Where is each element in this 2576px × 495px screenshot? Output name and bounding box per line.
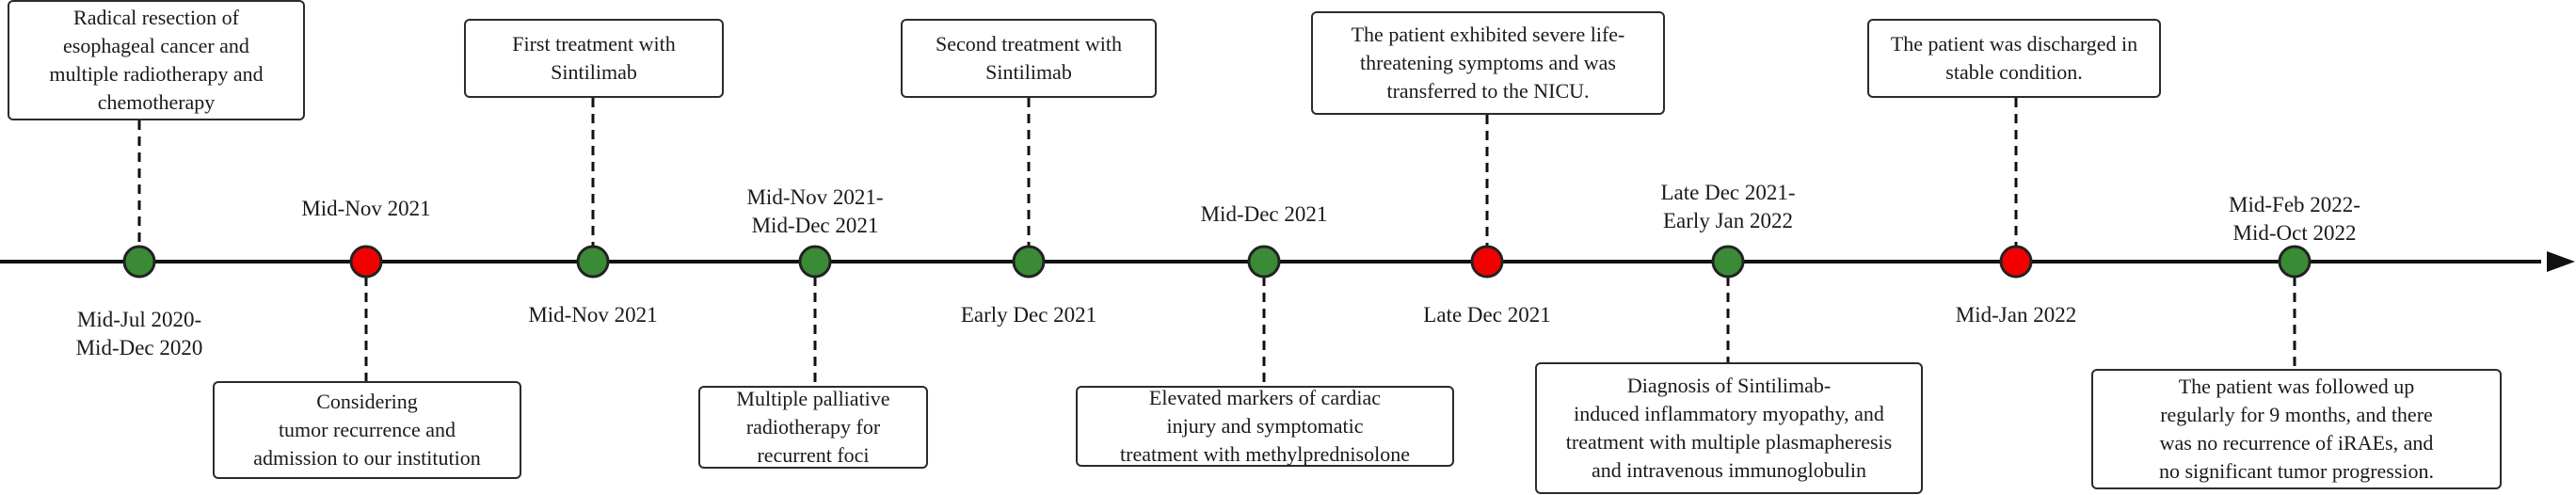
event-date-label: Mid-Feb 2022- Mid-Oct 2022 xyxy=(2229,193,2360,245)
event-date-label: Late Dec 2021 xyxy=(1423,303,1551,327)
event-date-label: Mid-Jul 2020- Mid-Dec 2020 xyxy=(75,308,203,359)
event-date-label: Early Dec 2021 xyxy=(960,303,1097,327)
event-marker-green xyxy=(1711,245,1745,279)
event-date-label: Mid-Jan 2022 xyxy=(1955,303,2077,327)
event-marker-green xyxy=(1012,245,1046,279)
event-marker-green xyxy=(122,245,156,279)
event-date-label: Mid-Dec 2021 xyxy=(1200,202,1328,226)
event-marker-green xyxy=(576,245,610,279)
event-date-label: Mid-Nov 2021- Mid-Dec 2021 xyxy=(746,185,884,237)
event-date-label: Late Dec 2021- Early Jan 2022 xyxy=(1660,181,1796,232)
event-note-box: Considering tumor recurrence and admissi… xyxy=(213,381,521,479)
event-date-label: Mid-Nov 2021 xyxy=(301,197,431,220)
event-note-box: First treatment with Sintilimab xyxy=(464,19,724,98)
event-marker-green xyxy=(798,245,832,279)
event-note-box: Multiple palliative radiotherapy for rec… xyxy=(698,386,928,469)
event-note-box: Radical resection of esophageal cancer a… xyxy=(8,0,305,120)
timeline-arrowhead xyxy=(2547,251,2575,272)
event-marker-red xyxy=(1999,245,2033,279)
event-note-box: Second treatment with Sintilimab xyxy=(901,19,1157,98)
event-note-box: The patient exhibited severe life- threa… xyxy=(1311,11,1665,115)
event-note-box: The patient was discharged in stable con… xyxy=(1867,19,2161,98)
event-note-box: The patient was followed up regularly fo… xyxy=(2091,369,2502,489)
event-marker-green xyxy=(1247,245,1281,279)
event-date-label: Mid-Nov 2021 xyxy=(528,303,658,327)
event-marker-red xyxy=(1470,245,1504,279)
event-marker-red xyxy=(349,245,383,279)
event-note-box: Elevated markers of cardiac injury and s… xyxy=(1076,386,1454,467)
event-note-box: Diagnosis of Sintilimab- induced inflamm… xyxy=(1535,362,1923,494)
event-marker-green xyxy=(2278,245,2312,279)
